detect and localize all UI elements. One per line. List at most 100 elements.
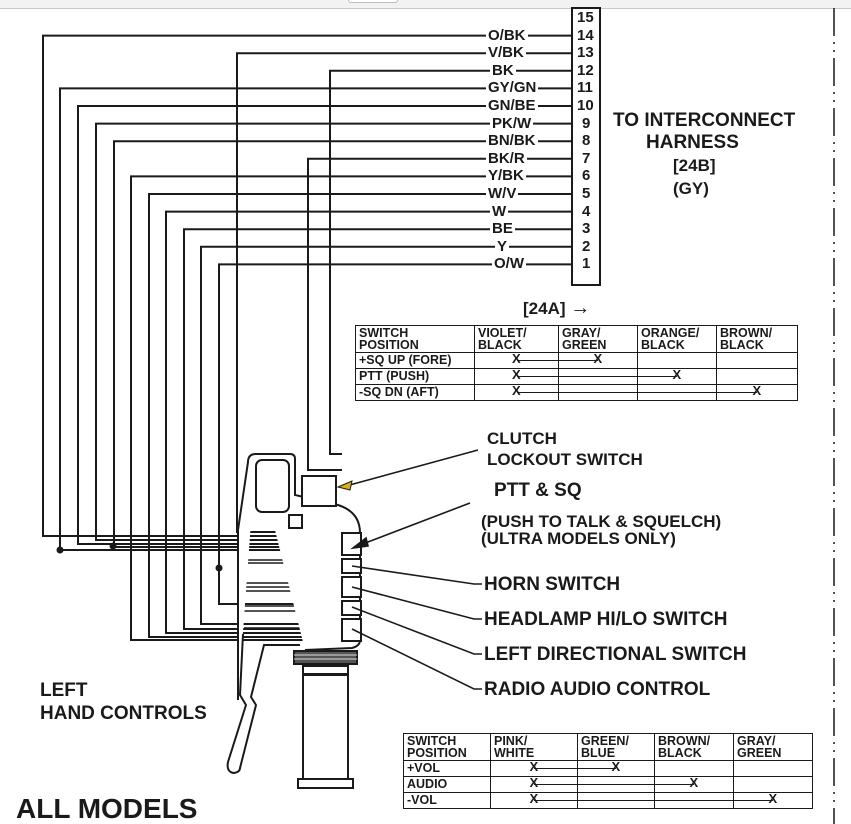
connection-line bbox=[534, 767, 616, 769]
connector-24a bbox=[571, 7, 601, 286]
wire-pin-3 bbox=[183, 228, 572, 630]
wire-pin-10 bbox=[77, 105, 572, 545]
wire-pin-5 bbox=[148, 193, 572, 638]
connector-ref-text: [24A] bbox=[523, 299, 566, 318]
wire-color-label: GN/BE bbox=[486, 97, 538, 114]
pin-number: 7 bbox=[582, 149, 591, 167]
header-cell: VIOLET/BLACK bbox=[474, 325, 559, 353]
header-cell: GRAY/GREEN bbox=[733, 733, 813, 761]
directional-switch-body bbox=[341, 600, 362, 616]
connection-line bbox=[516, 359, 598, 361]
pin-number: 6 bbox=[582, 167, 591, 185]
header-cell: BROWN/BLACK bbox=[716, 325, 798, 353]
position-cell: +VOL bbox=[403, 760, 491, 777]
pin-number: 12 bbox=[577, 61, 594, 79]
wire-color-label: BK bbox=[490, 61, 516, 79]
harness-title-line2: HARNESS bbox=[646, 132, 739, 153]
connection-mark: X bbox=[529, 759, 539, 774]
headlamp-switch-label: HEADLAMP HI/LO SWITCH bbox=[484, 609, 728, 630]
radio-audio-switch-body bbox=[341, 618, 362, 642]
wire-pin-14 bbox=[42, 34, 572, 537]
header-cell: BROWN/BLACK bbox=[654, 733, 734, 761]
wire-color-label: Y/BK bbox=[486, 167, 526, 185]
clutch-lever bbox=[226, 633, 300, 775]
ptt-sq-sub-label-1: (PUSH TO TALK & SQUELCH) bbox=[481, 512, 722, 531]
connection-mark: X bbox=[512, 383, 521, 398]
wire-pin-12 bbox=[329, 69, 572, 455]
connection-mark: X bbox=[672, 367, 682, 382]
pin-number: 14 bbox=[577, 26, 594, 44]
arrow-right-icon: → bbox=[570, 297, 591, 319]
viewer-top-bar bbox=[0, 0, 851, 9]
pin-number: 10 bbox=[577, 97, 594, 114]
junction-dot bbox=[215, 564, 223, 572]
directional-switch-label: LEFT DIRECTIONAL SWITCH bbox=[484, 644, 747, 665]
viewer-tab-handle[interactable] bbox=[348, 0, 398, 3]
wire-pin-4 bbox=[165, 210, 572, 634]
horn-switch-body bbox=[341, 558, 362, 574]
wire-color-label: BE bbox=[490, 220, 515, 238]
connection-mark: X bbox=[768, 791, 778, 806]
header-cell: GREEN/BLUE bbox=[577, 733, 655, 761]
connection-mark: X bbox=[752, 383, 762, 398]
wire-color-label: Y bbox=[495, 237, 510, 255]
position-cell: AUDIO bbox=[403, 776, 491, 793]
ptt-sq-sub-label-2: (ULTRA MODELS ONLY) bbox=[481, 529, 676, 548]
wire-color-label: PK/W bbox=[490, 114, 534, 132]
wire-pin-6 bbox=[130, 175, 572, 641]
radio-audio-label: RADIO AUDIO CONTROL bbox=[484, 679, 711, 700]
harness-title-line1: TO INTERCONNECT bbox=[613, 110, 796, 131]
connection-mark: X bbox=[593, 351, 603, 366]
pin-number: 4 bbox=[582, 202, 591, 220]
position-cell: +SQ UP (FORE) bbox=[355, 352, 475, 369]
wire-pin-8 bbox=[113, 140, 572, 548]
wire-color-label: BK/R bbox=[486, 149, 527, 167]
all-models-title: ALL MODELS bbox=[16, 793, 198, 824]
wire-pin-1 bbox=[218, 263, 572, 605]
pin-number: 1 bbox=[582, 255, 591, 273]
clutch-lockout-label-1: CLUTCH bbox=[487, 429, 557, 448]
pin-number: 15 bbox=[577, 9, 594, 26]
junction-dot bbox=[109, 542, 117, 550]
connection-mark: X bbox=[611, 759, 621, 774]
connection-line bbox=[516, 375, 677, 377]
ptt-sq-label: PTT & SQ bbox=[494, 480, 582, 501]
pin-number: 13 bbox=[577, 44, 594, 62]
connection-mark: X bbox=[689, 775, 699, 790]
harness-ref: [24B] bbox=[673, 156, 716, 175]
connection-mark: X bbox=[512, 351, 521, 366]
switch-housing bbox=[237, 453, 362, 700]
pin-number: 8 bbox=[582, 132, 591, 150]
junction-dots bbox=[56, 542, 223, 572]
table-row: +SQ UP (FORE) X X bbox=[355, 351, 798, 369]
wire-color-label: GY/GN bbox=[486, 79, 539, 97]
wire-color-label: V/BK bbox=[486, 44, 526, 62]
pin-number: 9 bbox=[582, 114, 591, 132]
wire-color-label: O/BK bbox=[486, 26, 528, 44]
wire-pin-7 bbox=[307, 157, 572, 471]
connection-line bbox=[534, 783, 694, 785]
wire-color-label: W/V bbox=[486, 185, 519, 202]
pin-number: 2 bbox=[582, 237, 591, 255]
wire-color-label: W bbox=[490, 202, 509, 220]
header-cell: ORANGE/BLACK bbox=[637, 325, 717, 353]
connector-ref: [24A] → bbox=[523, 298, 590, 318]
connection-line bbox=[534, 799, 773, 801]
connection-line bbox=[516, 391, 757, 393]
harness-color: (GY) bbox=[673, 179, 709, 198]
header-cell: PINK/WHITE bbox=[490, 733, 578, 761]
left-hand-controls-label-1: LEFT bbox=[40, 680, 88, 701]
junction-dot bbox=[56, 546, 64, 554]
position-cell: -VOL bbox=[403, 792, 491, 809]
horn-switch-label: HORN SWITCH bbox=[484, 574, 621, 595]
header-cell: GRAY/GREEN bbox=[558, 325, 638, 353]
position-cell: PTT (PUSH) bbox=[355, 368, 475, 385]
